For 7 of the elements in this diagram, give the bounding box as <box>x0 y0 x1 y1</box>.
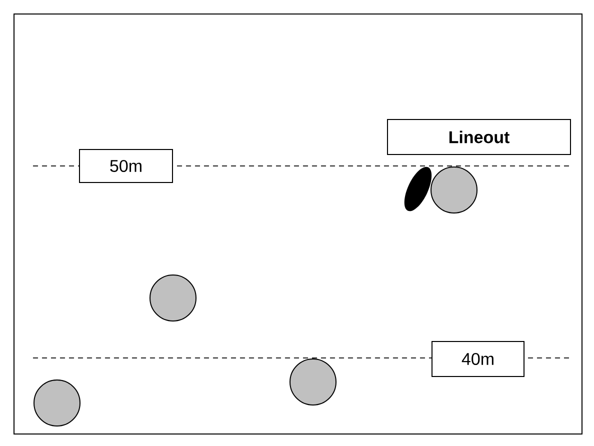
player-circle <box>290 358 336 406</box>
label-box: Lineout <box>387 119 571 155</box>
label-box: 50m <box>79 149 173 183</box>
player-circle <box>150 274 196 322</box>
player-circle <box>34 379 80 426</box>
player-circle <box>430 166 478 214</box>
label-box: 40m <box>432 340 524 377</box>
